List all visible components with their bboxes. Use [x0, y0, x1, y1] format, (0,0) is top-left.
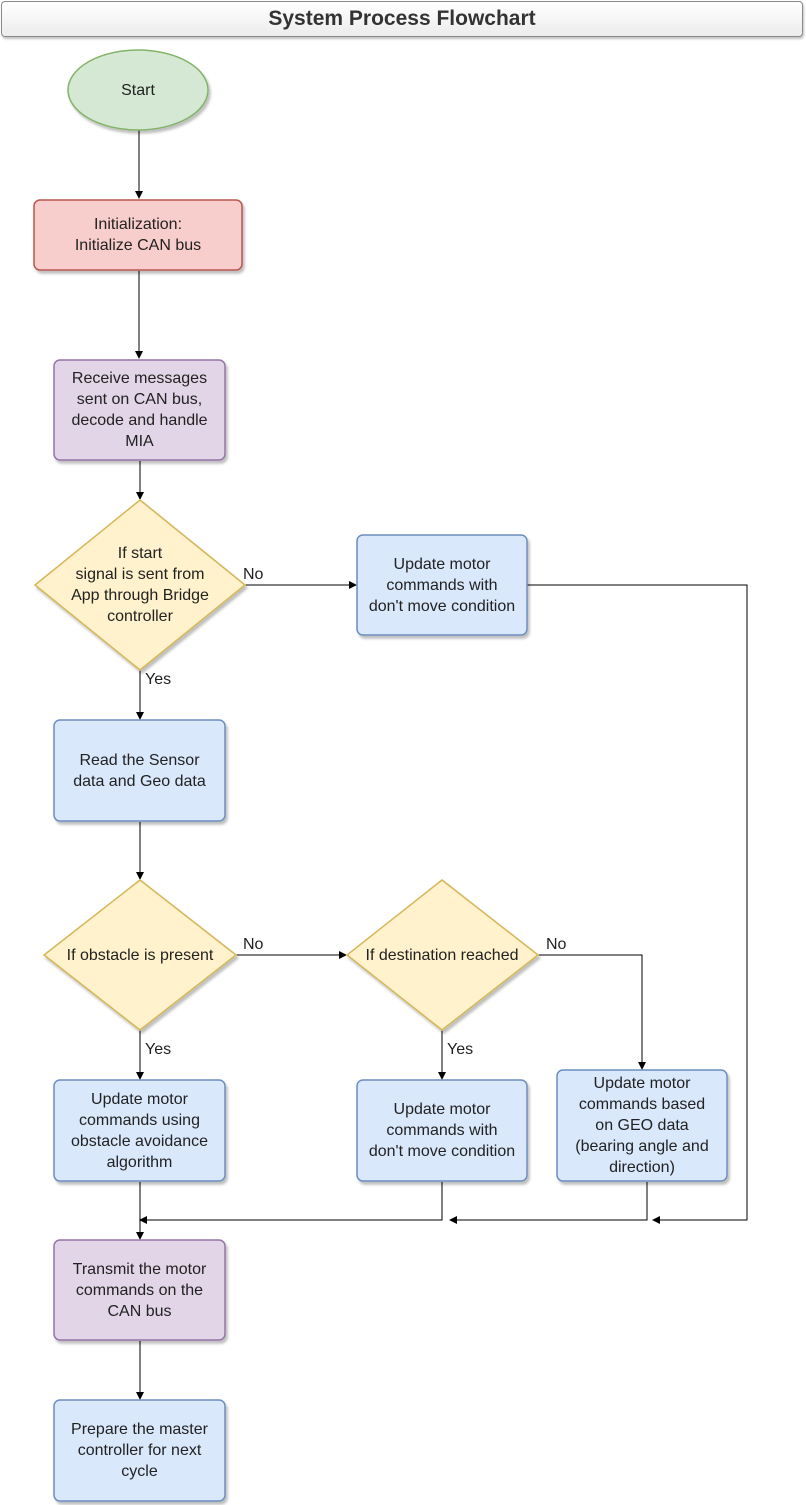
obstacle-label: If obstacle is present [66, 946, 214, 964]
dont-move-mid-label: Update motor commands with don't move co… [368, 1101, 516, 1160]
edge-dontmove-merge [139, 1182, 443, 1224]
avoidance-node [53, 1079, 226, 1182]
start-signal-decision [33, 499, 247, 671]
diagram-title: System Process Flowchart [1, 1, 803, 37]
init-node [33, 199, 243, 271]
dont-move-mid-node [356, 1079, 528, 1182]
edge-destination-no [538, 954, 646, 1070]
edge-label-dest-no: No [546, 936, 567, 953]
destination-label: If destination reached [365, 946, 519, 964]
dont-move-top-label: Update motor commands with don't move co… [368, 555, 516, 615]
prepare-node [53, 1399, 226, 1502]
obstacle-decision [42, 879, 238, 1031]
transmit-label: Transmit the motor commands on the CAN b… [72, 1260, 207, 1320]
start-node [67, 49, 209, 131]
receive-label: Receive messages sent on CAN bus, decode… [71, 370, 208, 450]
geo-node [556, 1069, 728, 1182]
receive-node [53, 359, 226, 461]
start-signal-label: If start signal is sent from App through… [71, 545, 209, 625]
edge-label-start-no: No [243, 566, 264, 583]
geo-label: Update motor commands based on GEO data … [575, 1075, 709, 1176]
init-label: Initialization: Initialize CAN bus [74, 216, 202, 254]
transmit-node [53, 1239, 226, 1341]
edge-dontmove-return [527, 584, 748, 1224]
edge-label-start-yes: Yes [145, 671, 172, 688]
dont-move-top-node [356, 534, 528, 636]
edge-label-obstacle-no: No [243, 936, 264, 953]
start-label: Start [121, 81, 155, 99]
destination-decision [345, 879, 540, 1031]
edge-label-dest-yes: Yes [447, 1041, 474, 1058]
read-data-node [53, 719, 226, 822]
edge-label-obstacle-yes: Yes [145, 1041, 172, 1058]
read-data-label: Read the Sensor data and Geo data [73, 751, 206, 790]
edge-geo-merge [449, 1182, 648, 1224]
avoidance-label: Update motor commands using obstacle avo… [71, 1090, 208, 1171]
prepare-label: Prepare the master controller for next c… [71, 1421, 208, 1480]
